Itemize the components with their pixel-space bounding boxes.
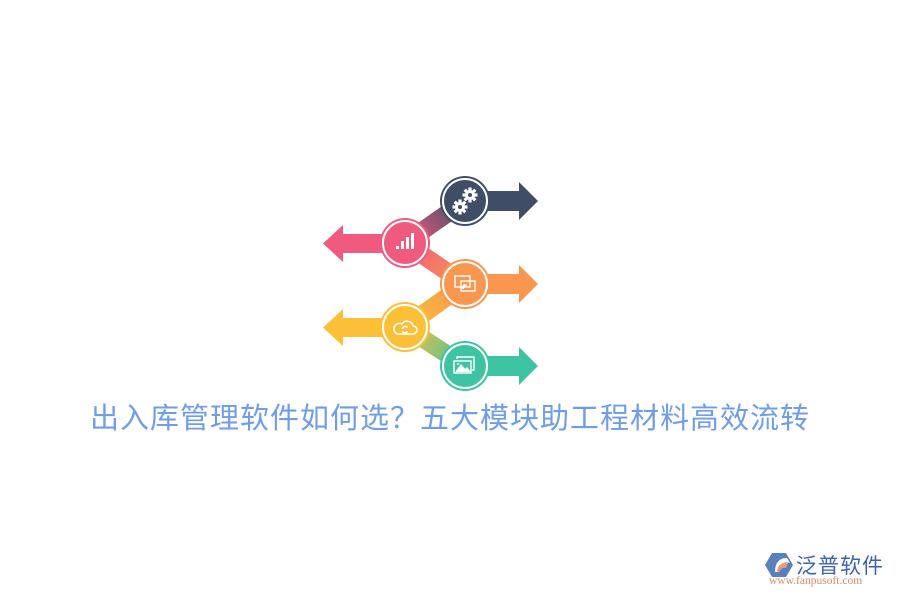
step-1 [440,176,538,226]
logo-brand-name: 泛普软件 [796,554,884,578]
fanpu-logo-icon [765,553,793,577]
page-title: 出入库管理软件如何选？五大模块助工程材料高效流转 [89,401,810,435]
bar-chart-icon [396,233,414,249]
image-gallery-icon [453,356,475,374]
arrow-left-icon [323,225,400,262]
arrow-left-icon [323,309,400,346]
gears-icon [452,187,478,215]
brand-logo: 泛普软件 www.fanpusoft.com [764,550,896,590]
logo-url: www.fanpusoft.com [769,575,863,587]
step-2 [323,218,430,268]
screen-cast-icon [454,275,476,292]
step-5 [440,341,538,391]
step-4 [323,302,430,352]
cloud-sync-icon [393,320,418,335]
step-3 [440,259,538,309]
